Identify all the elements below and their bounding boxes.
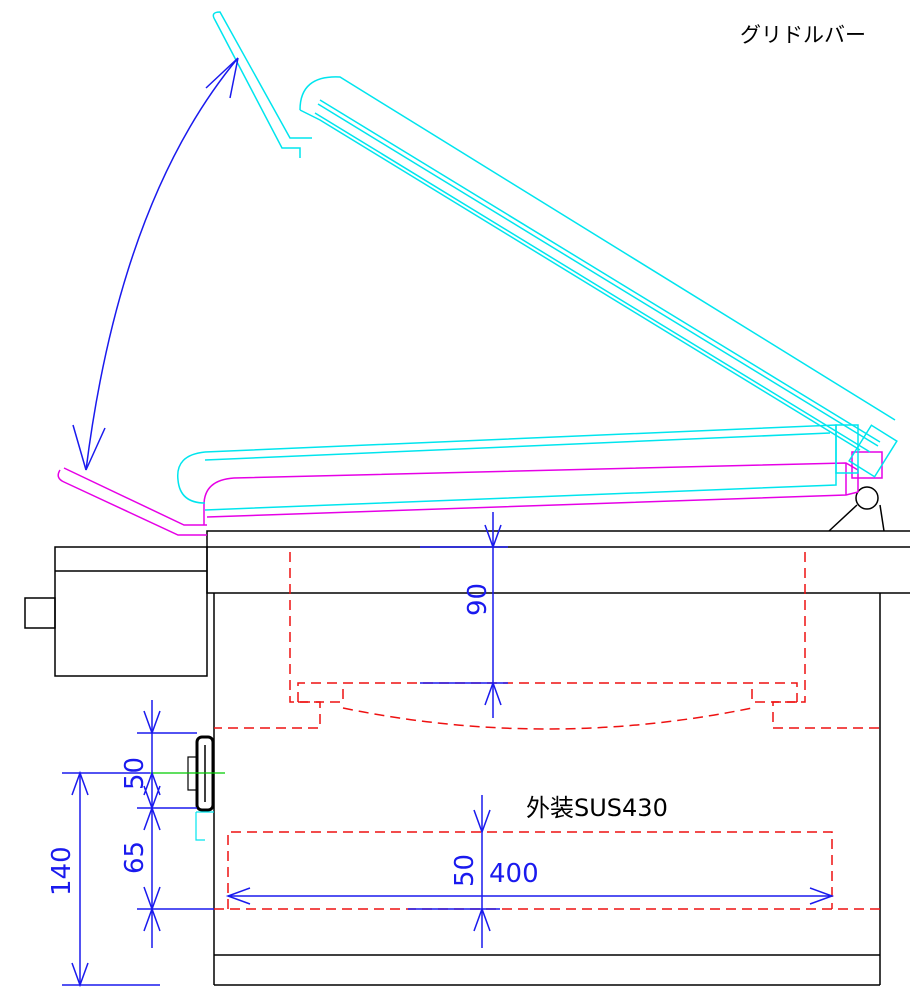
dim140-arrow-bottom [71, 962, 89, 988]
dim140-arrow-top [71, 770, 89, 796]
hinge-circle [855, 486, 879, 510]
lid-open [212, 11, 898, 478]
dim400-label: 400 [489, 859, 539, 889]
dim400-arrow-right [809, 887, 835, 905]
dim90-label: 90 [463, 583, 493, 616]
valve-clip [195, 811, 214, 841]
lid-open-body [314, 99, 881, 453]
hinge-support-right [879, 504, 885, 532]
dim140-label: 140 [47, 846, 77, 896]
plate-top [203, 462, 859, 525]
dim50-arrow-top [143, 710, 161, 736]
lower-tray [227, 831, 833, 909]
lid-open-handle [212, 11, 312, 158]
plate-handle [57, 467, 207, 536]
lid-open-rib [317, 103, 879, 447]
swing-arrow-bottom [72, 424, 106, 471]
plate-bottom [206, 491, 859, 518]
dim90-arrow-bottom [484, 680, 502, 706]
drain-valve [150, 735, 225, 841]
title-label: グリドルバー [740, 23, 866, 47]
text-labels: グリドルバー 外装SUS430 90 50 65 140 50 400 [47, 23, 866, 896]
dim50-inner-arrow-top [473, 809, 491, 835]
dim65-arrow-top [143, 805, 161, 831]
dim65-arrow-bottom [143, 886, 161, 932]
dim90-arrow-top [484, 524, 502, 550]
tray-curve [342, 707, 753, 730]
hidden-lines [214, 552, 880, 910]
dim65-label: 65 [120, 841, 150, 874]
swing-arc [85, 57, 239, 471]
tray-right-step [751, 683, 797, 703]
dim400-arrow-left [225, 887, 251, 905]
lid-open-outer [299, 76, 896, 451]
lid-open-hinge [848, 424, 898, 478]
swing-arrow-top [205, 57, 239, 99]
tray-rim [297, 682, 798, 702]
dim50-inner-arrow-bottom [473, 906, 491, 932]
dim50-left-label: 50 [120, 757, 150, 790]
lid-closed [177, 424, 859, 511]
material-label: 外装SUS430 [526, 794, 668, 822]
dimension-lines [62, 57, 835, 988]
tray-left-step [298, 683, 344, 703]
hinge-support-left [828, 504, 858, 532]
side-knob [24, 597, 56, 629]
body-outline [24, 486, 910, 986]
dim50-inner-label: 50 [450, 854, 480, 887]
side-box [54, 546, 208, 677]
lid-closed-inner [204, 432, 831, 461]
